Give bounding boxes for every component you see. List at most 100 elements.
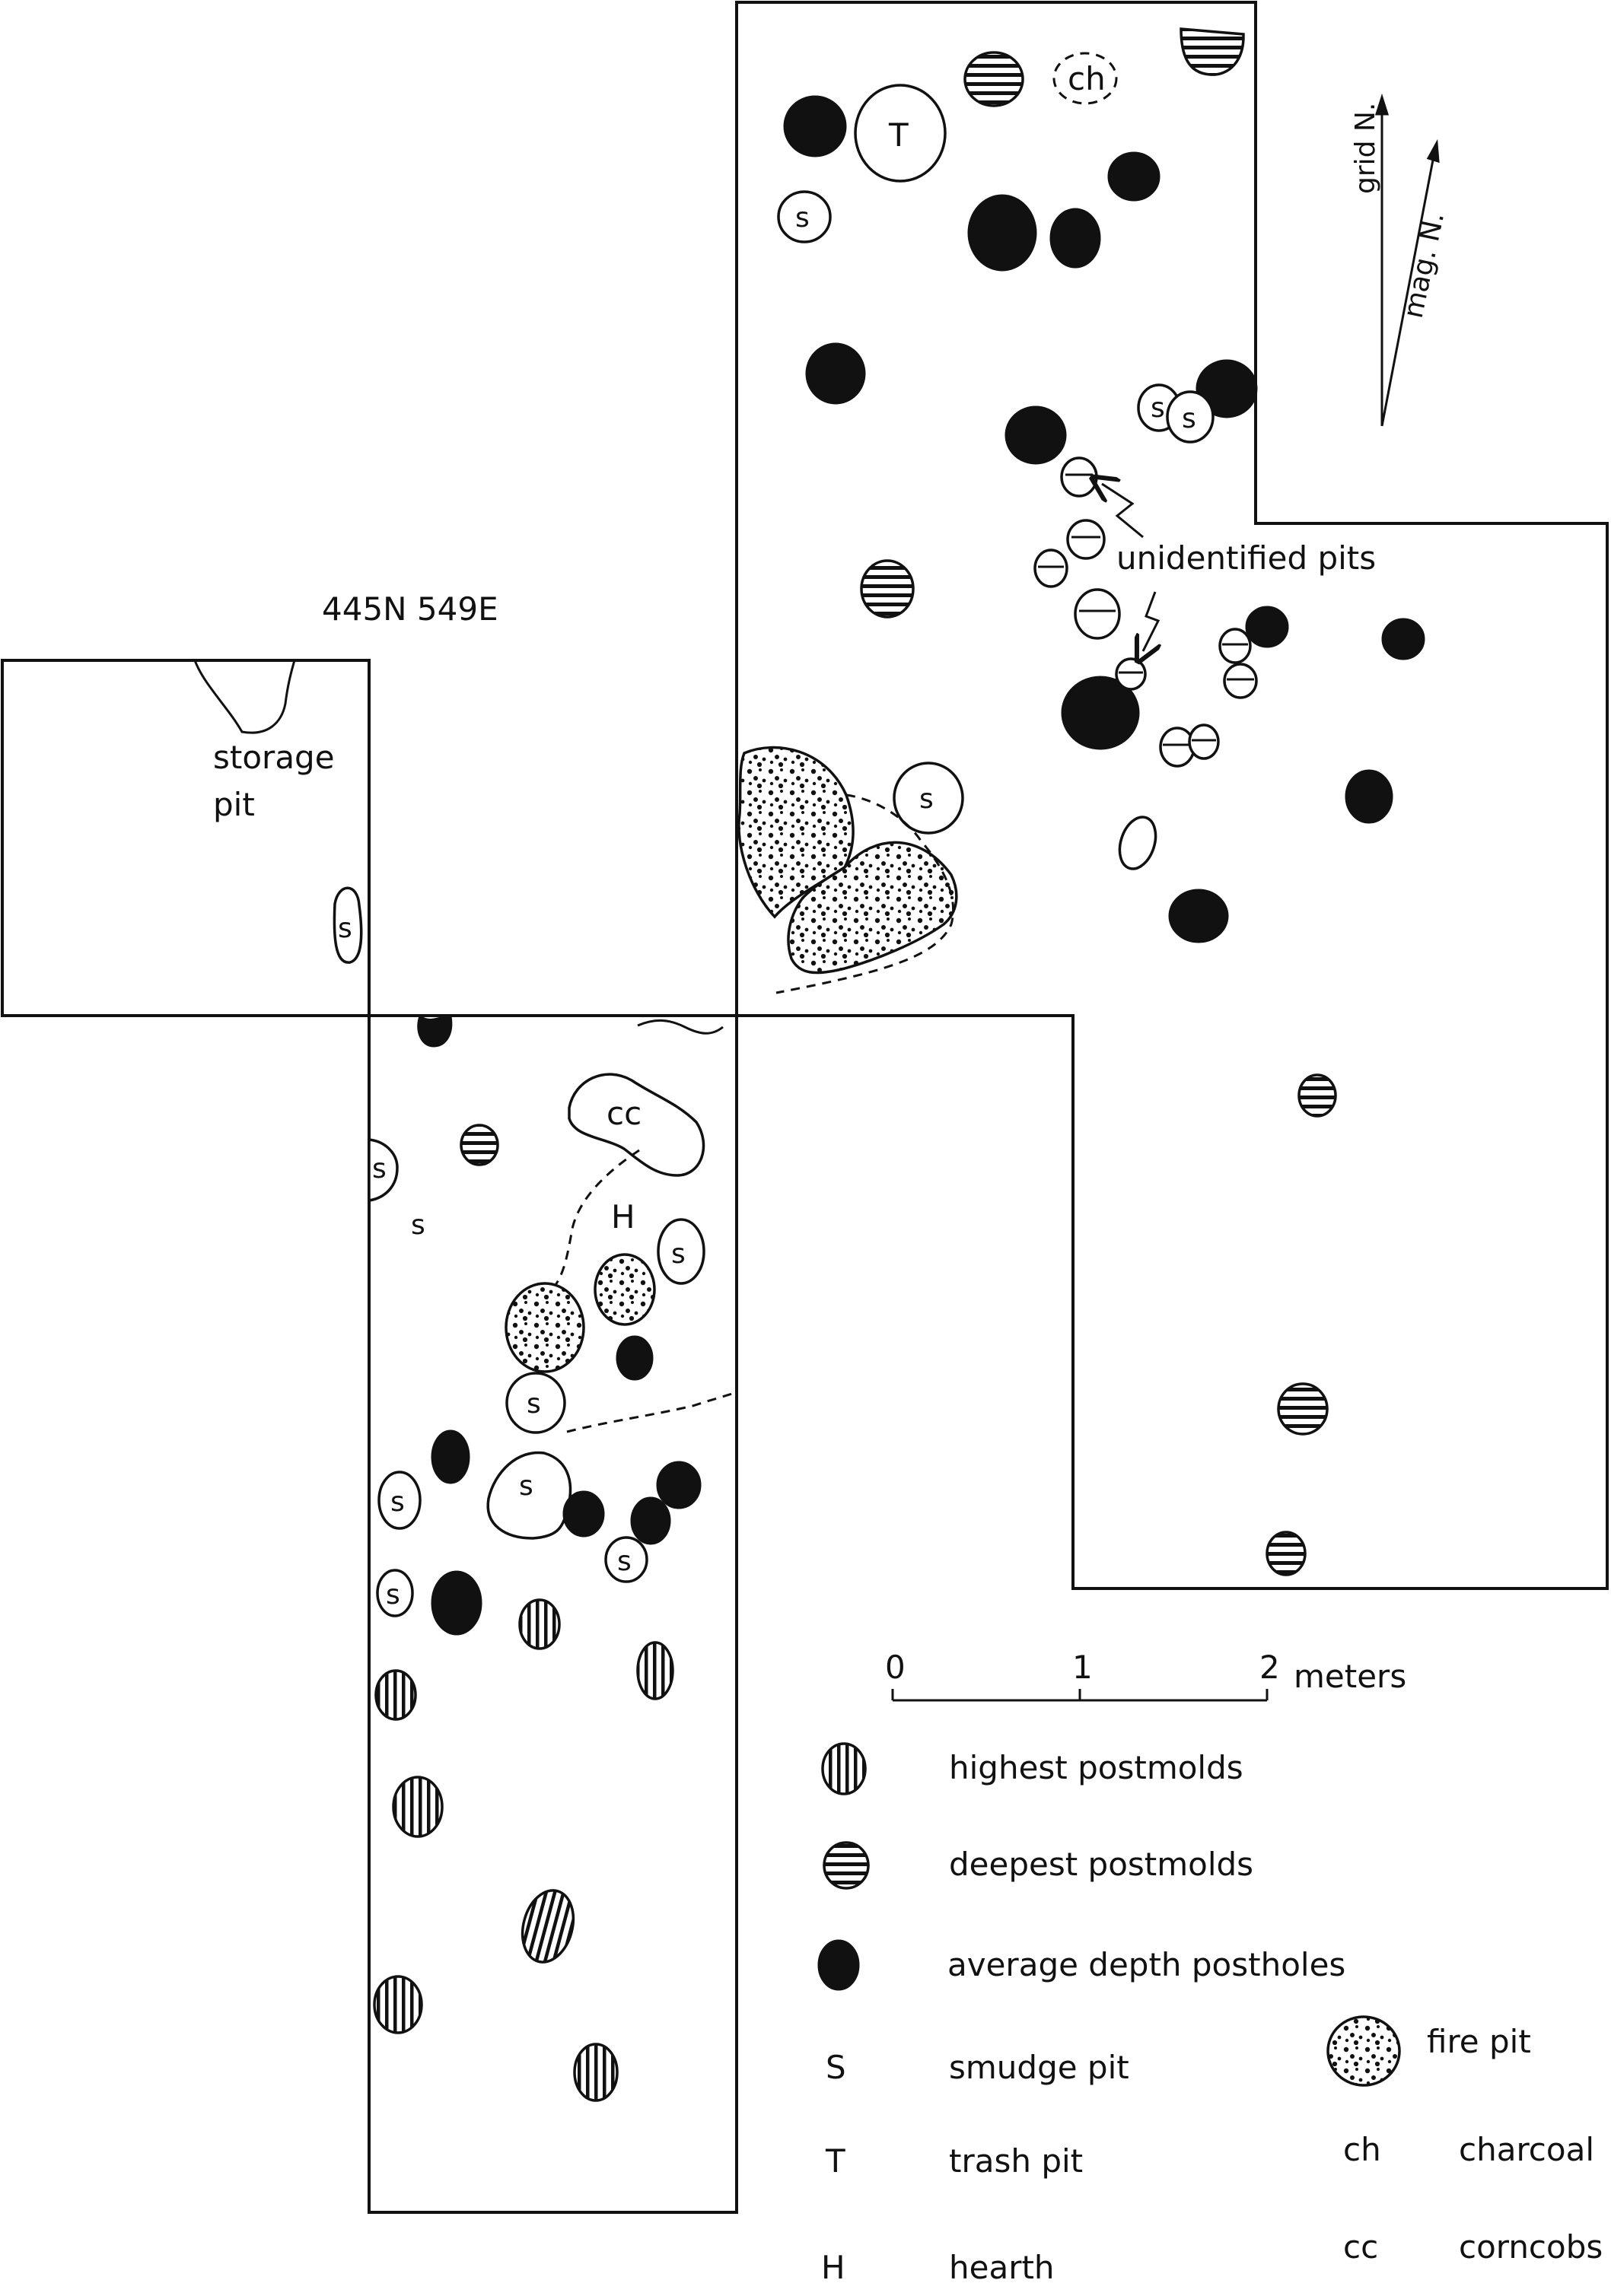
smudge-pit: s: [505, 1372, 566, 1434]
highest-postmold: [518, 1598, 561, 1650]
average-posthole: [1245, 606, 1289, 648]
svg-text:average depth postholes: average depth postholes: [947, 1946, 1345, 1983]
unidentified-pit: [1218, 628, 1252, 664]
corncobs-pit: cc: [568, 1073, 705, 1177]
svg-text:s: s: [795, 202, 810, 234]
smudge-pit: s: [377, 1471, 422, 1530]
deepest-postmold: [860, 559, 915, 619]
svg-text:s: s: [919, 784, 934, 815]
average-posthole: [1004, 405, 1067, 465]
svg-text:charcoal: charcoal: [1459, 2131, 1594, 2168]
unidentified-pit: [1115, 657, 1147, 691]
highest-postmold: [521, 1889, 575, 1964]
svg-text:0: 0: [885, 1649, 906, 1686]
unidentified-pit: [1033, 549, 1068, 588]
svg-text:ch: ch: [1343, 2131, 1381, 2168]
average-posthole: [1381, 618, 1425, 660]
average-posthole: [1345, 769, 1393, 824]
deepest-postmold: [963, 51, 1024, 107]
average-posthole: [1049, 208, 1101, 269]
highest-postmold: [636, 1641, 674, 1700]
smudge-pit: s: [604, 1536, 648, 1583]
svg-text:s: s: [1151, 393, 1165, 424]
average-posthole: [431, 1429, 470, 1484]
pointer-arrow: [1102, 484, 1144, 539]
svg-text:s: s: [1182, 403, 1196, 434]
storage-pit-label-2: pit: [213, 786, 255, 823]
smudge-pit: s: [657, 1218, 705, 1285]
highest-postmold: [573, 2043, 619, 2102]
grid-coordinate-label: 445N 549E: [322, 590, 498, 628]
svg-text:ch: ch: [1068, 60, 1106, 97]
svg-text:s: s: [617, 1546, 632, 1577]
average-posthole: [431, 1570, 482, 1636]
svg-text:hearth: hearth: [949, 2249, 1055, 2286]
svg-text:meters: meters: [1294, 1658, 1406, 1695]
highest-postmold: [373, 1975, 423, 2034]
irregular-feature: [637, 1019, 724, 1035]
legend: highest postmolds deepest postmolds aver…: [817, 1742, 1603, 2286]
svg-text:s: s: [519, 1471, 533, 1502]
average-posthole: [1168, 889, 1229, 943]
highest-postmold: [374, 1669, 417, 1721]
storage-pit: [193, 660, 296, 734]
excavation-outline: [1, 1, 1609, 2214]
storage-pit-label-1: storage: [213, 739, 335, 776]
svg-text:deepest postmolds: deepest postmolds: [949, 1846, 1253, 1883]
fire-pit: [505, 1282, 585, 1373]
average-posthole: [417, 1014, 453, 1048]
svg-text:1: 1: [1072, 1649, 1093, 1686]
svg-text:T: T: [888, 116, 909, 154]
deepest-postmold: [1266, 1531, 1307, 1576]
svg-text:s: s: [527, 1388, 541, 1420]
smudge-pit: s: [1166, 390, 1215, 444]
svg-text:smudge pit: smudge pit: [949, 2049, 1129, 2086]
svg-text:cc: cc: [1343, 2228, 1378, 2266]
average-posthole: [967, 194, 1037, 272]
unidentified-pit: [1159, 727, 1196, 768]
svg-text:s: s: [372, 1153, 387, 1185]
svg-text:mag. N.: mag. N.: [1398, 209, 1450, 321]
hearth-symbol: H: [611, 1198, 635, 1235]
svg-text:corncobs: corncobs: [1459, 2228, 1603, 2266]
deepest-postmold: [1297, 1073, 1337, 1118]
svg-text:2: 2: [1259, 1649, 1280, 1686]
average-posthole: [616, 1335, 654, 1381]
smudge-pit: s: [376, 1569, 414, 1617]
svg-text:cc: cc: [607, 1095, 642, 1132]
svg-text:s: s: [386, 1579, 400, 1611]
charcoal-deposit: ch: [1052, 52, 1118, 105]
svg-text:s: s: [338, 913, 352, 944]
deepest-postmold: [1277, 1382, 1329, 1436]
trash-pit: T: [854, 84, 947, 183]
smudge-pit: s: [333, 886, 363, 964]
deepest-postmold: [1180, 27, 1245, 76]
average-posthole: [1107, 151, 1160, 202]
hearth-outline: [550, 1149, 640, 1291]
unidentified-pit: [1074, 588, 1121, 640]
unidentified-pit: [1118, 816, 1157, 870]
hearth-outline: [566, 1391, 737, 1433]
svg-text:highest postmolds: highest postmolds: [949, 1749, 1243, 1786]
north-arrows: grid N. mag. N.: [1350, 94, 1450, 427]
unidentified-pit: [1060, 456, 1098, 498]
smudge-pit: s: [777, 190, 832, 243]
svg-text:fire pit: fire pit: [1427, 2023, 1531, 2060]
smudge-pit: s: [368, 1138, 399, 1203]
svg-text:s: s: [390, 1487, 405, 1518]
svg-text:grid N.: grid N.: [1350, 103, 1381, 194]
svg-text:S: S: [826, 2049, 846, 2086]
unidentified-pit: [1066, 519, 1106, 560]
svg-text:s: s: [671, 1239, 686, 1270]
fire-pit: [594, 1253, 656, 1326]
scale-bar: 0 1 2 meters: [885, 1649, 1406, 1702]
average-posthole: [656, 1461, 702, 1509]
pointer-arrow: [1143, 591, 1158, 651]
average-posthole: [562, 1490, 605, 1538]
average-posthole: [805, 342, 866, 405]
smudge-pit: s: [893, 762, 964, 835]
average-posthole: [1061, 676, 1140, 750]
smudge-pit: s: [486, 1451, 572, 1540]
fire-pit-complex: [737, 746, 958, 994]
